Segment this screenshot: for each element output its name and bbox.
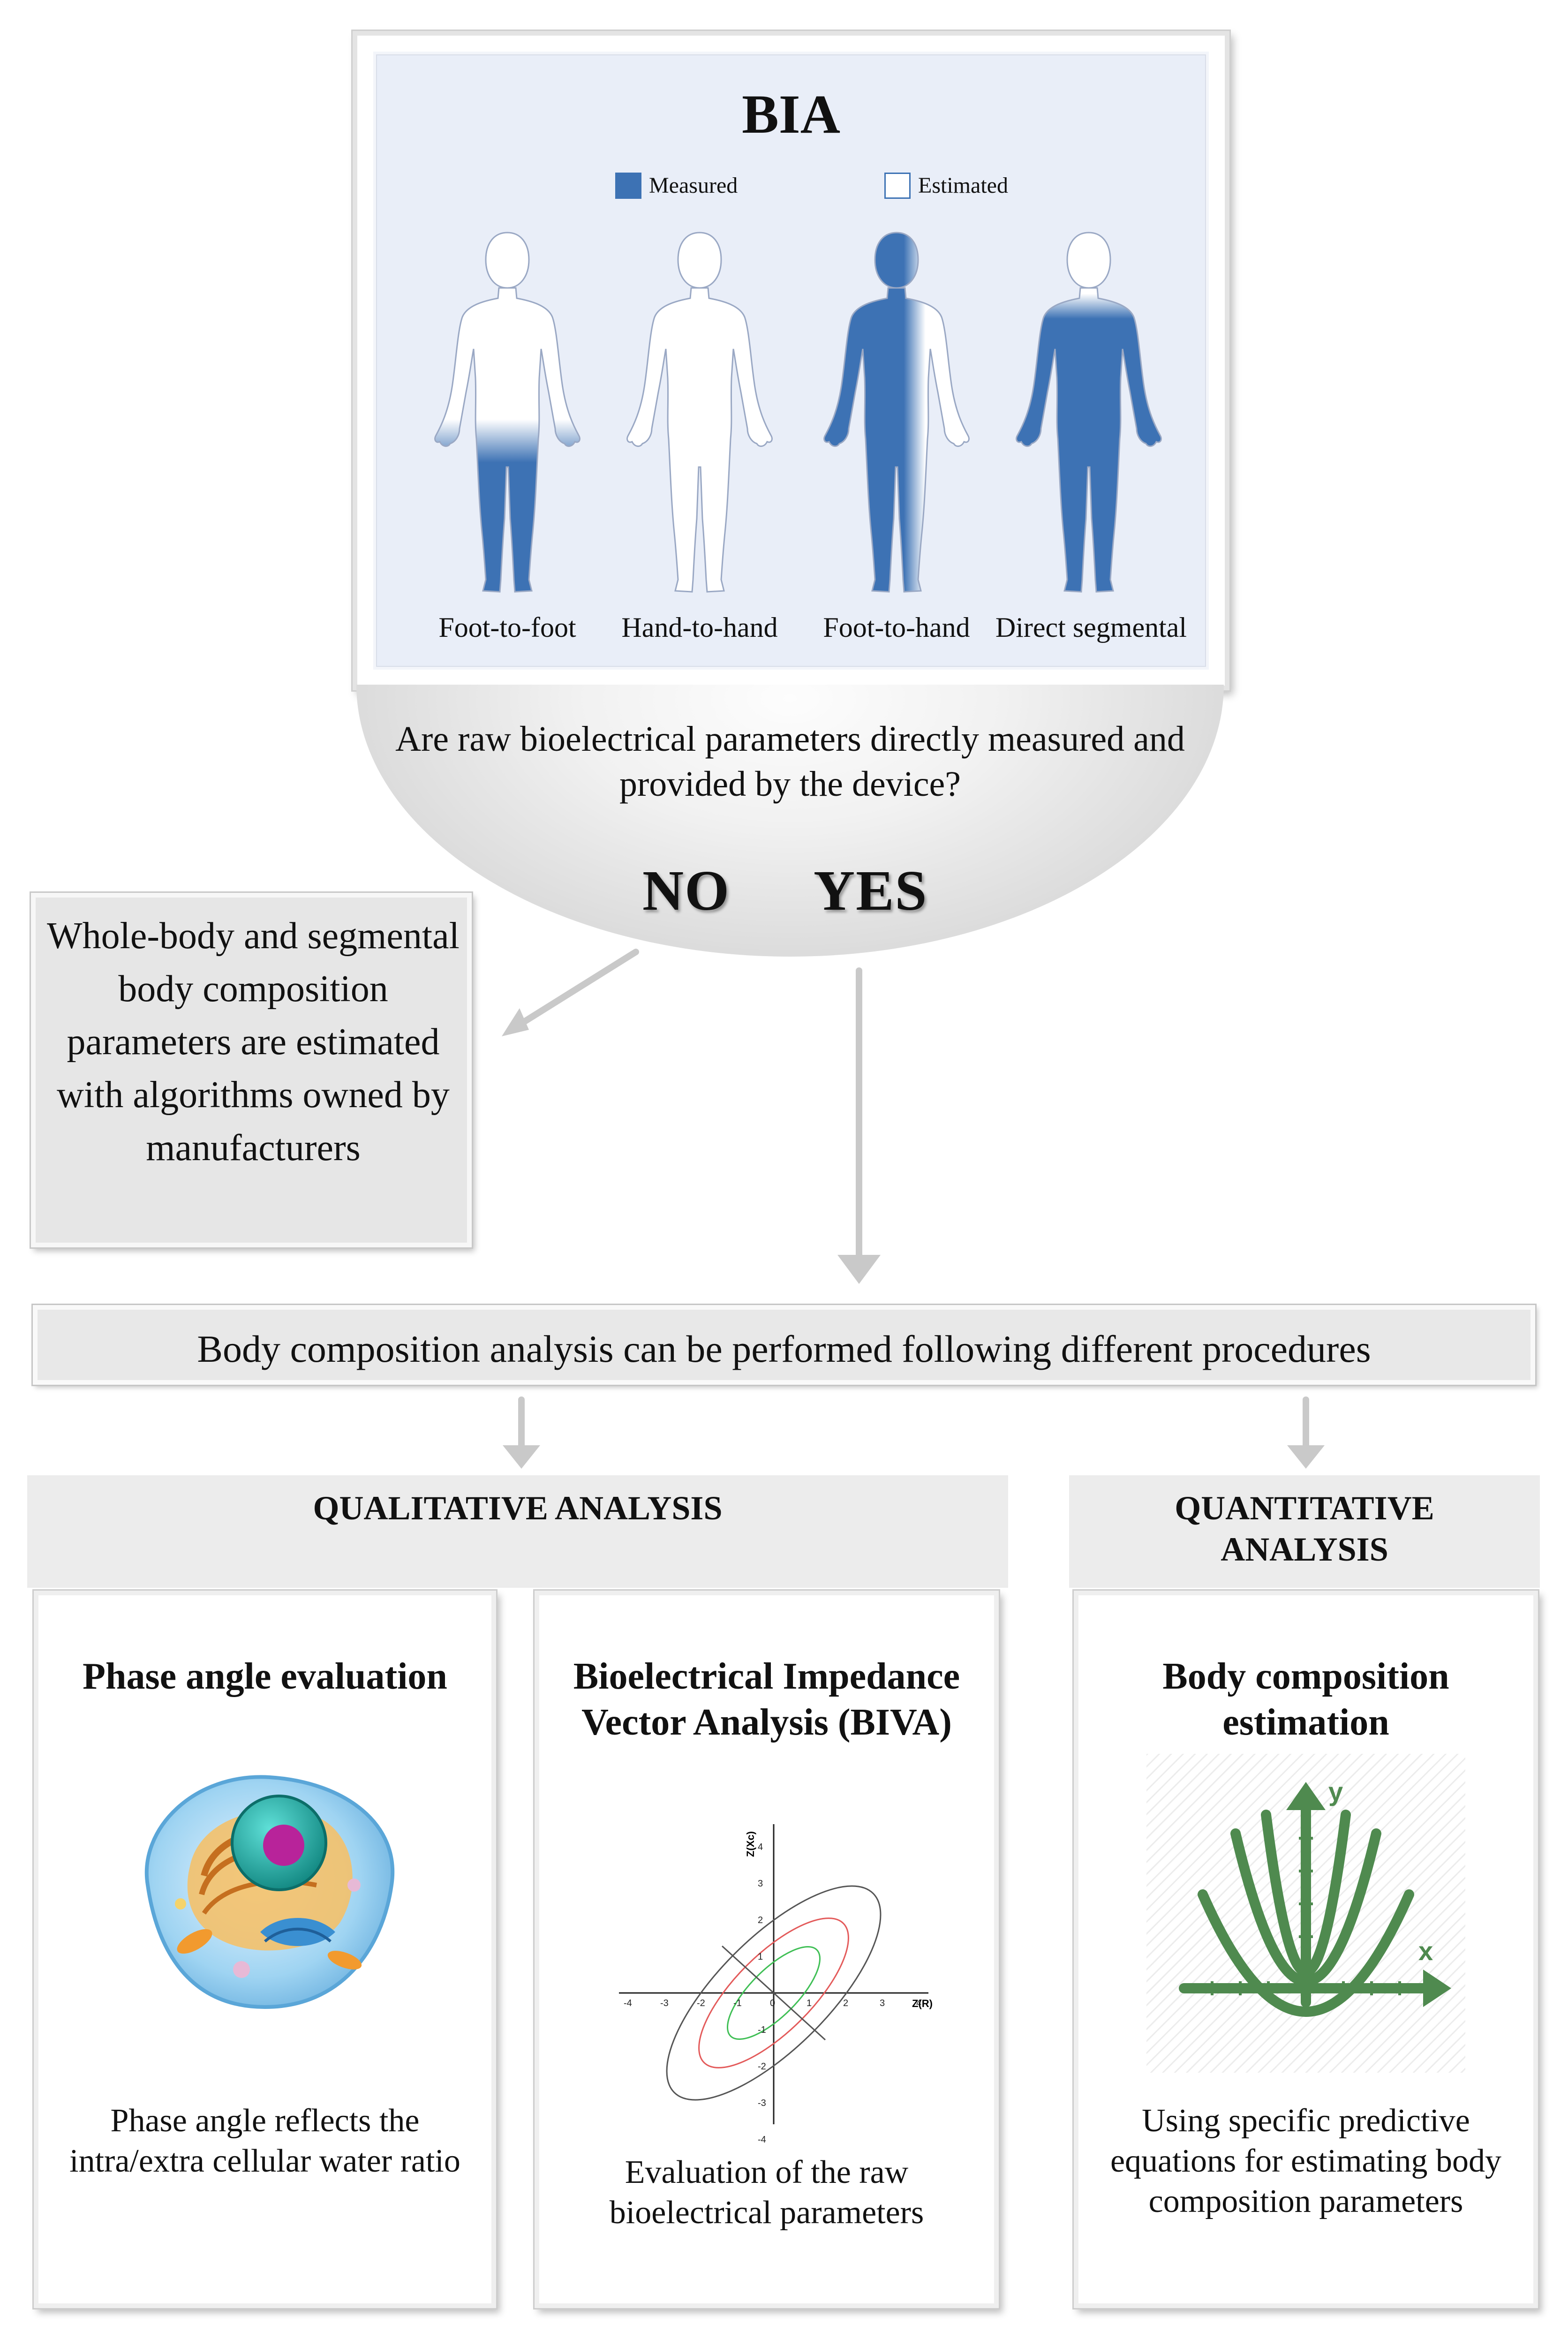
biva-y-tick: -4 [758, 2135, 766, 2145]
legend-estimated-swatch [884, 173, 911, 199]
label-foot-to-hand: Foot-to-hand [823, 612, 970, 643]
biva-x-label: Z(R) [912, 1998, 933, 2009]
procedures-text: Body composition analysis can be perform… [197, 1328, 1371, 1370]
biva-x-tick: 0 [770, 1998, 775, 2008]
phase-angle-title: Phase angle evaluation [83, 1656, 447, 1697]
qualitative-title: QUALITATIVE ANALYSIS [313, 1489, 723, 1527]
arrow-yes-head [837, 1255, 881, 1284]
question-text: Are raw bioelectrical parameters directl… [395, 719, 1185, 804]
bia-panel-inner: BIA Measured Estimated [373, 52, 1209, 670]
graph-y-label: y [1328, 1777, 1343, 1806]
arrow-no-head [502, 1008, 529, 1036]
quantitative-title: QUANTITATIVE ANALYSIS [1175, 1489, 1434, 1568]
biva-y-tick: 4 [758, 1842, 763, 1852]
biva-y-tick: 2 [758, 1915, 763, 1925]
arrow-no-line [513, 949, 639, 1030]
quantitative-section [1069, 1475, 1540, 1588]
graph-x-label: x [1418, 1936, 1433, 1966]
body-composition-title: Body composition estimation [1162, 1656, 1449, 1743]
cell-illustration [144, 1775, 395, 2009]
qualitative-section [27, 1475, 1008, 1588]
bia-panel: BIA Measured Estimated [353, 31, 1229, 690]
biva-x-tick: 1 [807, 1998, 812, 2008]
biva-ellipse-75 [698, 1917, 849, 2068]
biva-title: Bioelectrical Impedance Vector Analysis … [573, 1656, 960, 1743]
figure-foot-to-hand [823, 232, 970, 593]
biva-ellipse-graph: -4 -3 -2 -1 0 1 2 3 4 4 3 2 1 -1 -2 -3 -4 Z(R) Z(Xc) [619, 1824, 933, 2145]
procedures-bar [33, 1305, 1535, 1385]
arrow-quant-head [1287, 1445, 1325, 1469]
biva-y-tick: 1 [758, 1952, 763, 1962]
biva-x-tick: -3 [660, 1998, 669, 2008]
biva-x-tick: -4 [624, 1998, 632, 2008]
biva-y-tick: -1 [758, 2025, 766, 2035]
figure-hand-to-hand [626, 232, 773, 593]
predictive-equations-graph: y x [1146, 1754, 1465, 2073]
arrow-qual-head [503, 1445, 540, 1469]
label-hand-to-hand: Hand-to-hand [621, 612, 778, 643]
biva-y-label: Z(Xc) [745, 1831, 756, 1857]
curve-2 [1230, 1828, 1381, 1986]
no-branch-text: Whole-body and segmental body compositio… [47, 915, 460, 1169]
legend-measured-label: Measured [649, 173, 738, 198]
biva-y-tick: -2 [758, 2061, 766, 2072]
no-branch-box [31, 893, 472, 1247]
bia-title: BIA [742, 83, 840, 145]
biva-ellipse-50 [727, 1946, 821, 2040]
label-direct-segmental: Direct segmental [995, 612, 1187, 643]
answer-yes: YES [814, 859, 928, 922]
figure-direct-segmental [1016, 232, 1162, 593]
biva-card [535, 1591, 999, 2308]
biva-y-tick: -3 [758, 2098, 766, 2108]
graph-x-arrowhead [1423, 1970, 1451, 2007]
biva-x-tick: 3 [880, 1998, 885, 2008]
biva-minor-axis [721, 1945, 826, 2041]
biva-x-tick: -2 [697, 1998, 705, 2008]
biva-x-tick: -1 [733, 1998, 742, 2008]
body-figures [434, 232, 1162, 593]
legend-estimated-label: Estimated [918, 173, 1008, 198]
answer-no: NO [642, 859, 730, 922]
label-foot-to-foot: Foot-to-foot [438, 612, 576, 643]
curve-3 [1261, 1810, 1351, 1977]
biva-x-tick: 2 [843, 1998, 848, 2008]
curve-1 [1198, 1889, 1414, 2017]
figure-foot-to-foot [434, 232, 580, 593]
biva-y-tick: 3 [758, 1879, 763, 1889]
biva-text: Evaluation of the raw bioelectrical para… [609, 2154, 924, 2231]
body-composition-text: Using specific predictive equations for … [1110, 2103, 1502, 2219]
biva-ellipse-95 [666, 1885, 882, 2101]
legend-measured-swatch [615, 173, 641, 199]
graph-y-arrowhead [1286, 1782, 1326, 1810]
phase-angle-text: Phase angle reflects the intra/extra cel… [69, 2103, 460, 2179]
biva-x-tick: 4 [916, 1998, 921, 2008]
